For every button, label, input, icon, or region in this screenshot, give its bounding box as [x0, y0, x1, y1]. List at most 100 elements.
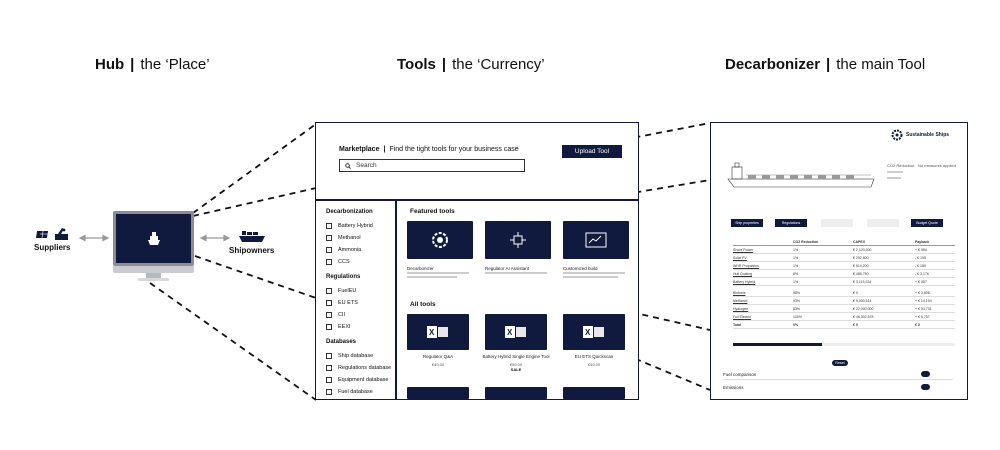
- progress-track: [733, 343, 955, 346]
- cell: € 2,100,000: [853, 247, 872, 252]
- tab-budget-quote[interactable]: Budget Quote: [911, 219, 943, 227]
- tools-heading: Tools|the ‘Currency’: [397, 56, 545, 73]
- brand-logo: Sustainable Ships: [891, 129, 949, 141]
- measure-link[interactable]: WHR Propulsion: [733, 263, 759, 268]
- cell: + € 14,194: [915, 298, 932, 303]
- filter-regulations-database[interactable]: Regulations database: [326, 362, 395, 374]
- filter-ammonia[interactable]: Ammonia: [326, 244, 395, 256]
- filters-sidebar: Decarbonization Battery Hybrid Methanol …: [315, 200, 396, 400]
- tool-card-regulator-qa[interactable]: X: [407, 314, 469, 350]
- featured-label: Customized build: [563, 266, 598, 271]
- featured-label: Decarbonizer: [407, 266, 434, 271]
- measure-link[interactable]: Battery Hybrid: [733, 279, 756, 284]
- search-placeholder: Search: [356, 162, 377, 169]
- co2-label: CO2 Reduction: [887, 163, 915, 168]
- all-tools-title: All tools: [410, 301, 436, 308]
- measure-link[interactable]: Full Electric: [733, 314, 752, 319]
- measure-link[interactable]: Shore Power: [733, 247, 754, 252]
- text-placeholder: [887, 171, 903, 173]
- cell: € 252,600: [853, 255, 869, 260]
- cell: + € 5,737: [915, 314, 930, 319]
- cell: + € 3,808: [915, 290, 930, 295]
- measure-link[interactable]: Methanol: [733, 298, 748, 303]
- filter-eexi[interactable]: EEXI: [326, 321, 395, 333]
- tab-disabled[interactable]: [867, 219, 899, 227]
- cell: - € 3,176: [915, 271, 929, 276]
- filter-group-title: Regulations: [326, 274, 361, 280]
- tool-price: €49.00: [587, 362, 601, 367]
- cell: € 486,750: [853, 271, 869, 276]
- filter-eu-ets[interactable]: EU ETS: [326, 297, 395, 309]
- tab-disabled[interactable]: [821, 219, 853, 227]
- reset-button[interactable]: Reset: [832, 360, 848, 366]
- tool-card-eu-ets[interactable]: X: [563, 314, 625, 350]
- tab-regulations[interactable]: Regulations: [775, 219, 807, 227]
- tool-name: EU ETS Quickscan: [574, 354, 614, 359]
- cell: € 22,000,000: [853, 306, 874, 311]
- divider: [723, 379, 953, 380]
- suppliers-icon: [35, 226, 76, 247]
- gear-leaf-icon: [432, 232, 448, 248]
- filter-ship-database[interactable]: Ship database: [326, 350, 395, 362]
- measure-link[interactable]: Hull Coating: [733, 271, 753, 276]
- text-placeholder: [563, 276, 618, 278]
- table-header: CO2 Reduction CAPEX Payback: [733, 238, 955, 246]
- filter-methanol[interactable]: Methanol: [326, 232, 395, 244]
- fuel-comparison-toggle[interactable]: [921, 371, 930, 377]
- ship-drawing: [727, 162, 875, 188]
- featured-tool-regulator-ai[interactable]: [485, 221, 551, 259]
- text-placeholder: [563, 272, 625, 274]
- progress-fill: [733, 343, 822, 346]
- upload-tool-button[interactable]: Upload Tool: [562, 145, 622, 158]
- filter-equipment-database[interactable]: Equipment database: [326, 374, 395, 386]
- search-input[interactable]: Search: [339, 159, 525, 172]
- marketplace-title: Marketplace|Find the tight tools for you…: [339, 146, 519, 153]
- cargo-ship-icon: [238, 229, 266, 248]
- emissions-toggle[interactable]: [921, 384, 930, 390]
- dashboard-icon: [585, 232, 607, 248]
- filter-ccs[interactable]: CCS: [326, 256, 395, 268]
- tool-price: €59.00: [509, 362, 523, 367]
- filter-battery-hybrid[interactable]: Battery Hybrid: [326, 220, 395, 232]
- tool-price: €49.00: [431, 362, 445, 367]
- gear-logo-icon: [891, 129, 903, 141]
- hub-heading: Hub|the ‘Place’: [95, 56, 210, 73]
- table-total-row: Total 0% € 0 € 0: [733, 321, 955, 329]
- text-placeholder: [887, 177, 901, 179]
- tool-card-partial[interactable]: [485, 387, 547, 399]
- featured-tool-decarbonizer[interactable]: [407, 221, 473, 259]
- cell: 98%: [793, 290, 801, 295]
- table-row: Hull Coating 8% € 486,750 - € 3,176: [733, 270, 955, 278]
- cell: € 46,302,578: [853, 314, 874, 319]
- featured-tool-customized[interactable]: [563, 221, 629, 259]
- monitor: [113, 211, 194, 266]
- filter-fuel-database[interactable]: Fuel database: [326, 386, 395, 398]
- cell: 1%: [793, 247, 799, 252]
- monitor-chin: [113, 266, 194, 273]
- text-placeholder: [407, 276, 457, 278]
- decarbonizer-heading: Decarbonizer|the main Tool: [725, 56, 926, 73]
- cell: 93%: [793, 298, 801, 303]
- filter-group-title: Databases: [326, 339, 357, 345]
- search-icon: [345, 162, 351, 169]
- measure-link[interactable]: Hydrogen: [733, 306, 749, 311]
- measure-link[interactable]: Biofuels: [733, 290, 746, 295]
- ai-chip-icon: [510, 232, 526, 248]
- filter-fueleu[interactable]: FuelEU: [326, 285, 395, 297]
- cell: + € 53,731: [915, 306, 932, 311]
- filter-cii[interactable]: CII: [326, 309, 395, 321]
- cell: € 0: [853, 290, 858, 295]
- tool-card-partial[interactable]: [407, 387, 469, 399]
- cell: 8%: [793, 271, 799, 276]
- tab-ship-properties[interactable]: Ship properties: [731, 219, 763, 227]
- tool-card-partial[interactable]: [563, 387, 625, 399]
- text-placeholder: [407, 272, 469, 274]
- fuel-comparison-label: Fuel comparison: [723, 372, 757, 377]
- measure-link[interactable]: Solar PV: [733, 255, 747, 260]
- tool-card-battery-hybrid[interactable]: X: [485, 314, 547, 350]
- featured-tools-title: Featured tools: [410, 208, 455, 215]
